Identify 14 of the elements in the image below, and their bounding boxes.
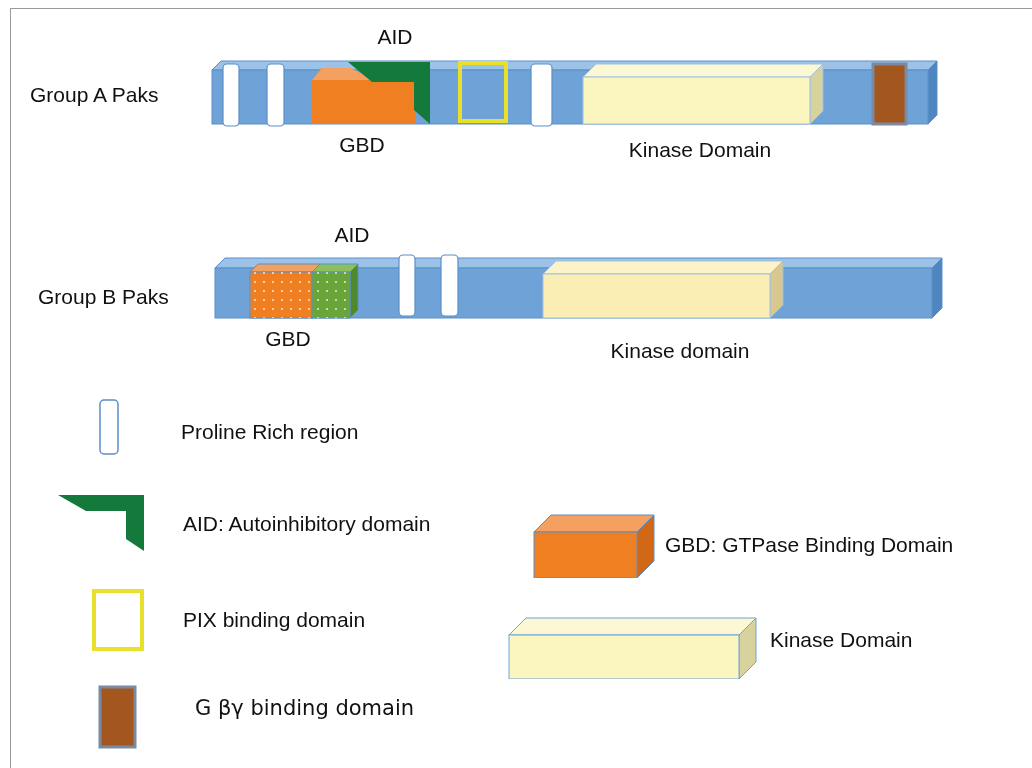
legend-text: PIX binding domain — [183, 607, 366, 633]
domain-label: Kinase domain — [610, 338, 750, 364]
legend-text: Kinase Domain — [770, 627, 913, 653]
domain-label: GBD — [265, 326, 311, 352]
legend-text: G βγ binding domain — [195, 695, 415, 722]
domain-label: Group A Paks — [30, 82, 159, 108]
domain-label: AID — [334, 222, 370, 248]
legend-text: GBD: GTPase Binding Domain — [665, 532, 954, 558]
domain-label: Group B Paks — [38, 284, 169, 310]
domain-label: Kinase Domain — [628, 137, 772, 163]
legend-text: AID: Autoinhibitory domain — [183, 511, 431, 537]
domain-label: AID — [377, 24, 413, 50]
legend-text: Proline Rich region — [181, 419, 359, 445]
domain-label: GBD — [339, 132, 385, 158]
